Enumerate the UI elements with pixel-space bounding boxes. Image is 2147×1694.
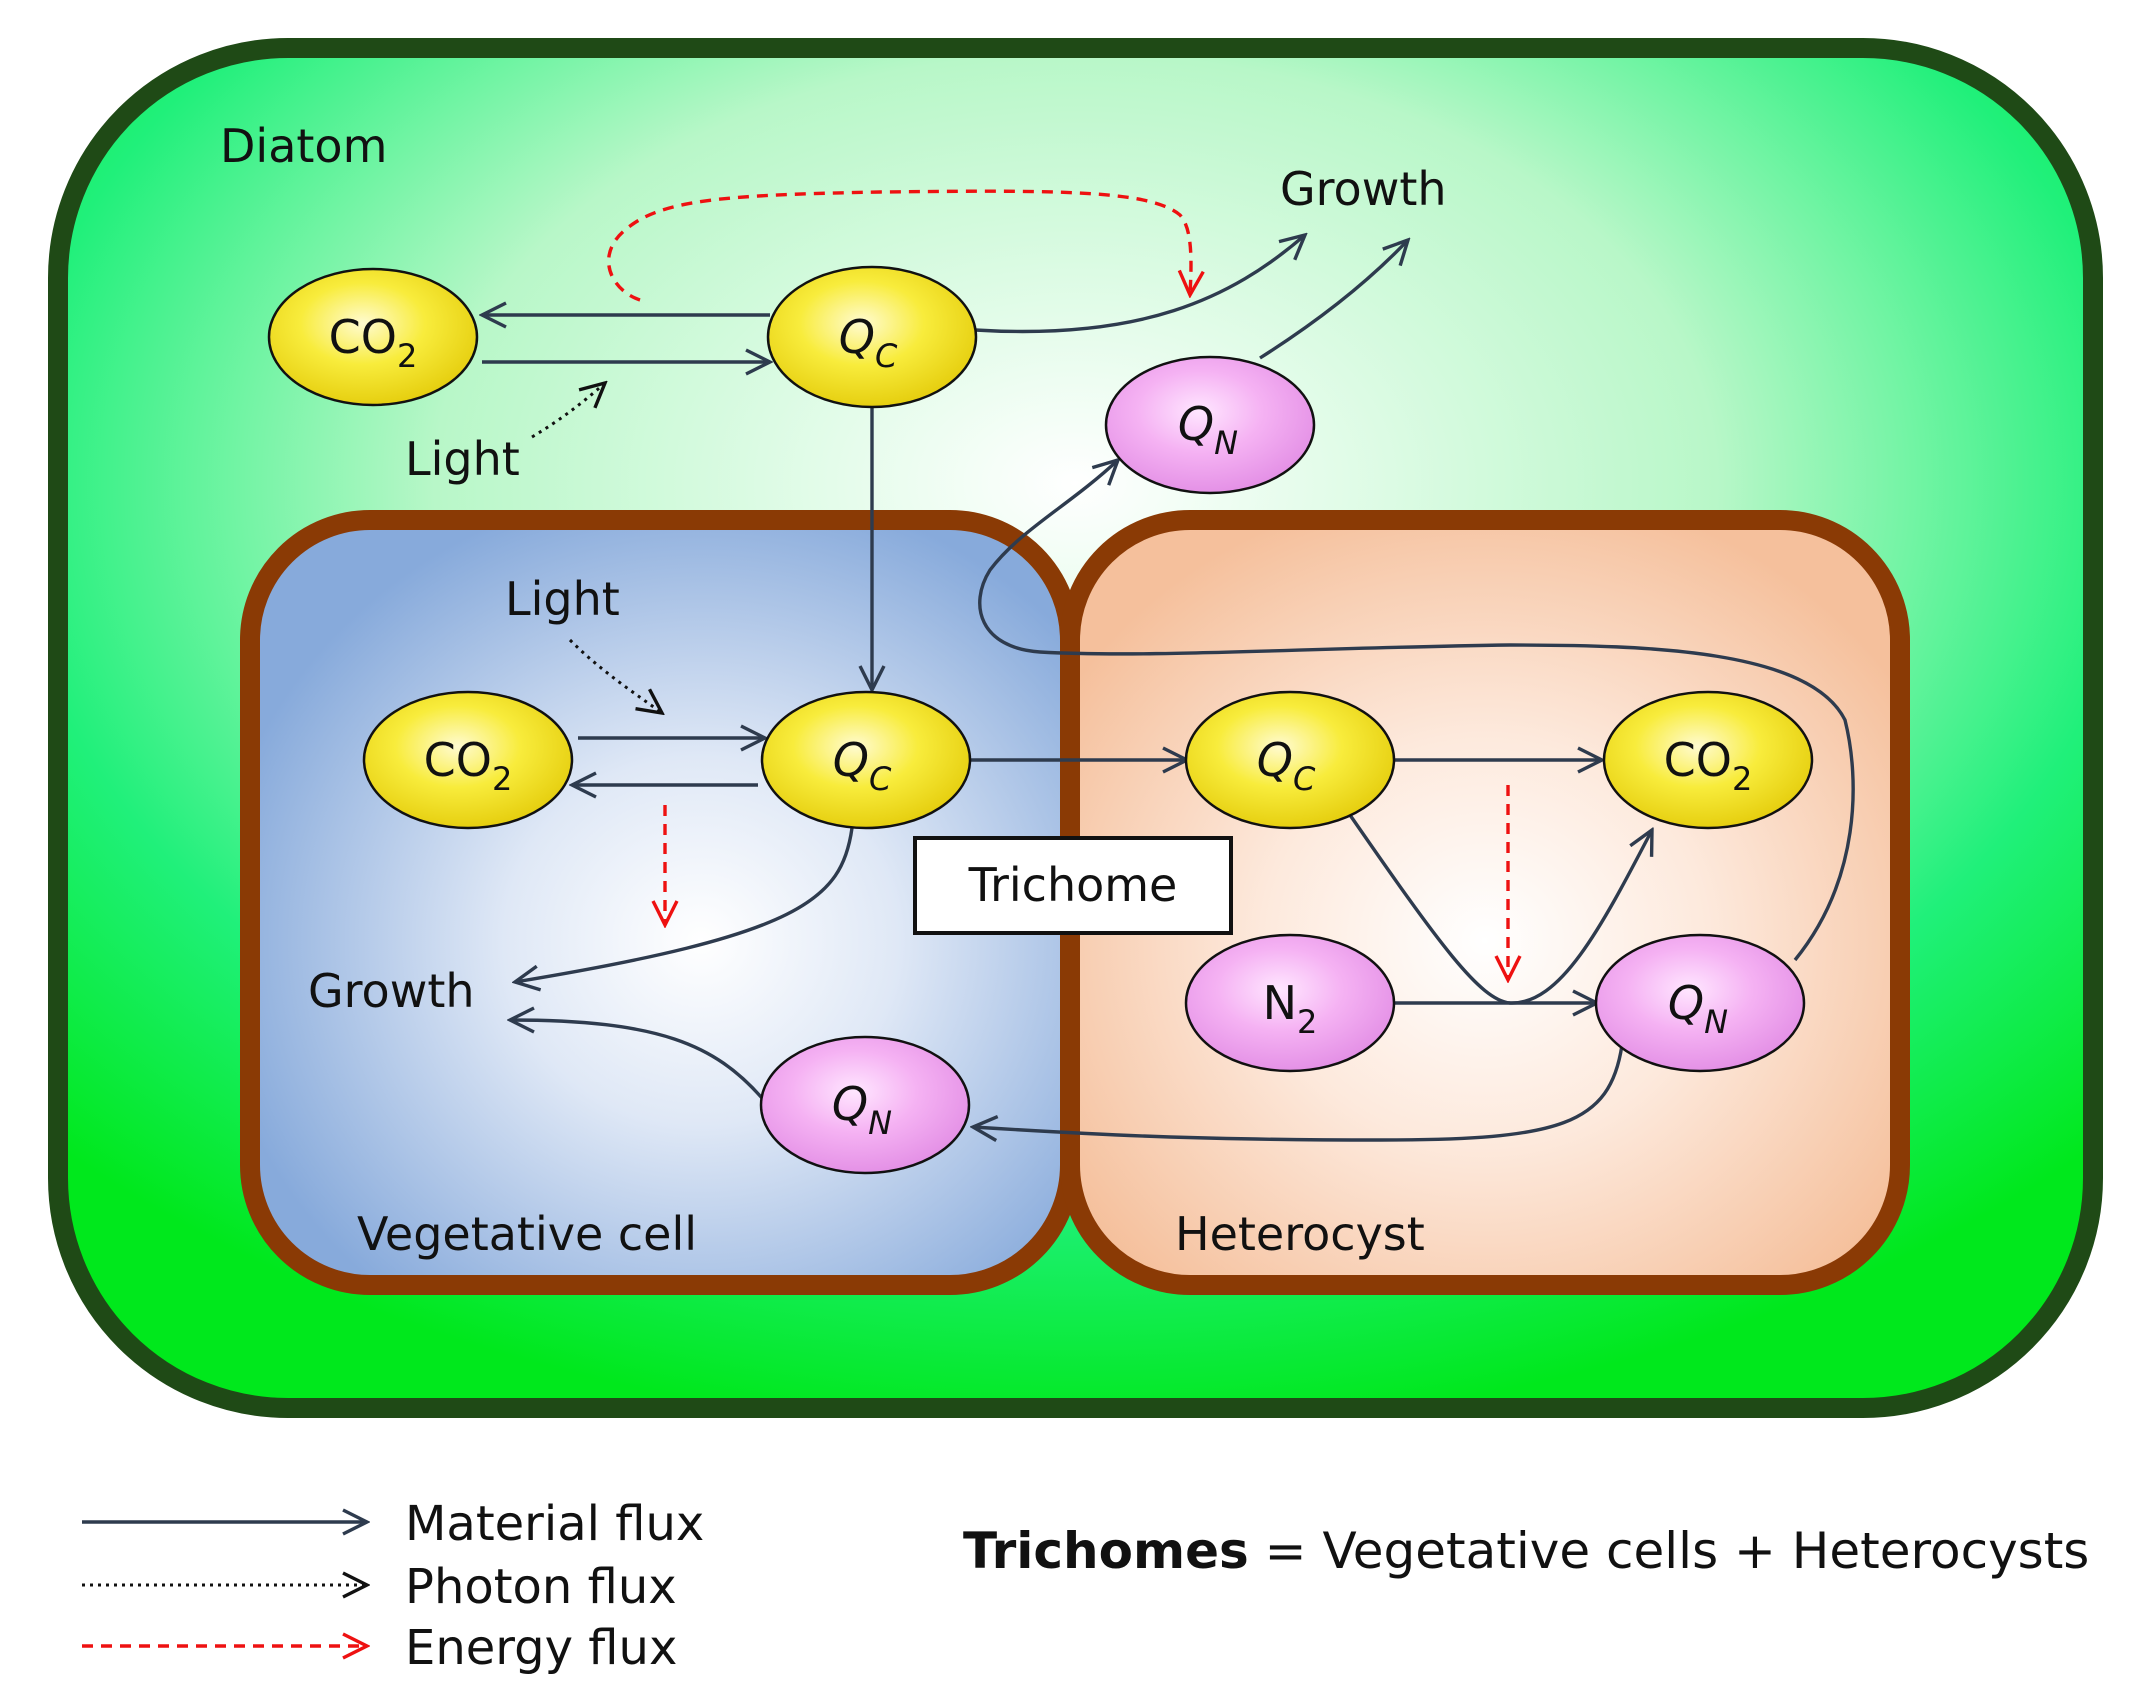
- light-vegetative-label: Light: [505, 572, 620, 626]
- arrow-photon-vegetative: [568, 638, 662, 713]
- node-veg-qc-sub: C: [869, 760, 892, 798]
- node-diatom-qc: [766, 265, 978, 409]
- node-het-qn-sub: N: [1704, 1003, 1728, 1041]
- legend-photon-label: Photon flux: [405, 1559, 677, 1615]
- node-diatom-qn-label: Q: [1178, 397, 1214, 451]
- svg-text:CO2: CO2: [1664, 733, 1753, 798]
- diatom-label: Diatom: [220, 119, 387, 173]
- node-diatom-qn: [1104, 355, 1316, 495]
- svg-text:QC: QC: [833, 733, 892, 798]
- svg-text:QN: QN: [1668, 976, 1728, 1041]
- heterocyst-label: Heterocyst: [1175, 1207, 1425, 1261]
- equation-lhs: Trichomes: [963, 1522, 1249, 1580]
- arrow-veg-qn-to-growth: [510, 1020, 764, 1100]
- node-het-co2-sub: 2: [1732, 760, 1752, 798]
- equation-rhs: = Vegetative cells + Heterocysts: [1249, 1522, 2090, 1580]
- vegetative-cell-label: Vegetative cell: [357, 1207, 697, 1261]
- node-diatom-qn-sub: N: [1214, 424, 1238, 462]
- arrow-het-qn-to-veg-qn: [973, 1044, 1624, 1140]
- node-veg-qc-label: Q: [833, 733, 869, 787]
- node-het-qc: [1184, 690, 1396, 830]
- growth-vegetative-label: Growth: [308, 964, 475, 1018]
- node-veg-qc: [760, 690, 972, 830]
- node-het-n2-label: N: [1263, 976, 1297, 1030]
- node-diatom-qc-label: Q: [839, 310, 875, 364]
- legend: Material flux Photon flux Energy flux: [82, 1496, 704, 1676]
- trichome-box: [913, 836, 1233, 935]
- node-veg-qn-sub: N: [868, 1104, 892, 1142]
- legend-material-label: Material flux: [405, 1496, 704, 1552]
- node-het-qn-label: Q: [1668, 976, 1704, 1030]
- node-veg-co2-label: CO: [424, 733, 492, 787]
- svg-text:QC: QC: [839, 310, 898, 375]
- node-diatom-co2: [267, 267, 479, 407]
- arrow-photon-diatom: [531, 383, 605, 439]
- node-het-n2-sub: 2: [1297, 1003, 1317, 1041]
- svg-text:N2: N2: [1263, 976, 1318, 1041]
- svg-text:QC: QC: [1257, 733, 1316, 798]
- arrow-diatom-qc-to-growth: [974, 235, 1305, 334]
- node-diatom-co2-sub: 2: [397, 337, 417, 375]
- arrow-energy-diatom: [606, 189, 1191, 302]
- arrow-diatom-qn-to-growth: [1259, 240, 1408, 360]
- svg-text:QN: QN: [832, 1077, 892, 1142]
- node-het-co2: [1602, 690, 1814, 830]
- trichome-label: Trichome: [968, 858, 1178, 912]
- light-diatom-label: Light: [405, 432, 520, 486]
- node-het-qc-sub: C: [1293, 760, 1316, 798]
- svg-text:CO2: CO2: [329, 310, 418, 375]
- legend-energy-label: Energy flux: [405, 1620, 677, 1676]
- svg-text:QN: QN: [1178, 397, 1238, 462]
- arrow-het-qn-to-diatom-qn: [978, 460, 1855, 962]
- arrow-veg-qc-to-growth: [515, 827, 854, 982]
- node-veg-qn-label: Q: [832, 1077, 868, 1131]
- growth-diatom-label: Growth: [1280, 162, 1447, 216]
- node-diatom-qc-sub: C: [875, 337, 898, 375]
- trichome-equation: Trichomes = Vegetative cells + Heterocys…: [963, 1522, 2089, 1580]
- node-het-qc-label: Q: [1257, 733, 1293, 787]
- node-het-co2-label: CO: [1664, 733, 1732, 787]
- node-veg-co2-sub: 2: [492, 760, 512, 798]
- node-veg-qn: [759, 1035, 971, 1175]
- node-diatom-co2-label: CO: [329, 310, 397, 364]
- svg-text:CO2: CO2: [424, 733, 513, 798]
- node-veg-co2: [362, 690, 574, 830]
- node-het-qn: [1594, 933, 1806, 1073]
- node-het-n2: [1184, 933, 1396, 1073]
